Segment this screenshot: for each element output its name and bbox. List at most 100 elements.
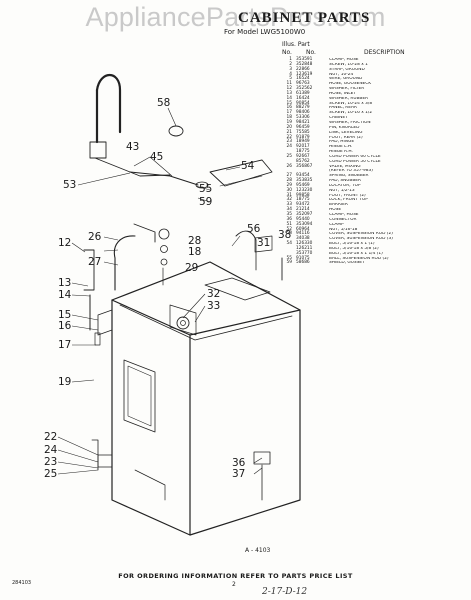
parts-row: 19 98421 WASHER, FRICTION xyxy=(283,119,463,126)
illus-number: 26 xyxy=(286,163,292,169)
illus-number: 52 xyxy=(286,226,292,232)
part-number: 126330 xyxy=(296,241,313,247)
part-description: COVER, SUSPENSION ROD (3) xyxy=(329,237,393,242)
callout-13: 13 xyxy=(58,277,72,289)
part-number: 353835 xyxy=(296,178,313,184)
part-description: HINGE R.H. xyxy=(329,150,353,155)
callout-45: 45 xyxy=(150,151,164,163)
illus-number: 53 xyxy=(286,231,292,237)
parts-row: 26 356867 VALVE, MIXING xyxy=(283,163,463,170)
callout-59: 59 xyxy=(199,196,213,208)
illus-number: 35 xyxy=(286,212,292,217)
part-description: HINGE L.H. xyxy=(329,145,353,150)
illus-part-header: Illus. Part xyxy=(282,41,310,48)
part-description: STRAP, GROUND xyxy=(329,67,365,72)
illus-number: 19 xyxy=(286,119,292,125)
part-description: CONNECTOR xyxy=(329,217,357,222)
parts-row: (REFER TO 357-983) xyxy=(283,169,463,174)
part-number: 21214 xyxy=(296,207,310,213)
part-number: 99858 xyxy=(296,192,310,198)
part-number: 352562 xyxy=(296,86,313,92)
part-number: 98421 xyxy=(296,119,310,125)
callout-32: 32 xyxy=(207,288,221,300)
part-description: SCREW, 10-28 x 1 xyxy=(329,62,368,67)
part-number: 91879 xyxy=(296,134,310,140)
part-description: HOSE, GOOSENECK xyxy=(329,82,372,87)
part-description: WASHER, FRICTION xyxy=(329,120,371,125)
callout-19: 19 xyxy=(58,376,72,388)
illus-number: 32 xyxy=(286,197,292,203)
part-description: WASHER, FILTER xyxy=(329,87,365,92)
part-number: 96763 xyxy=(296,81,310,87)
callout-23: 23 xyxy=(44,456,58,468)
callout-38: 38 xyxy=(278,229,292,241)
part-number: 90854 xyxy=(296,100,310,106)
part-number: 356867 xyxy=(296,163,313,169)
callout-17: 17 xyxy=(58,339,72,351)
part-description: NUT, 1/2-13 xyxy=(329,188,355,193)
part-number: 92017 xyxy=(296,144,310,150)
page-number: 2 xyxy=(232,581,236,588)
illus-number: 59 xyxy=(286,260,292,266)
part-number: 94116 xyxy=(296,231,310,237)
part-description: FOOT, FRONT (2) xyxy=(329,193,366,198)
part-no-header: No. xyxy=(306,49,316,56)
part-description: BALL, SUSPENSION ROD (2) xyxy=(329,256,389,261)
part-number: 126211 xyxy=(296,245,313,251)
part-description: VALVE, MIXING xyxy=(329,164,361,169)
part-description: HOSE, INLET xyxy=(329,91,357,96)
part-number: 75585 xyxy=(296,129,310,135)
callout-29: 29 xyxy=(185,262,199,274)
illus-number: 5 xyxy=(289,76,292,82)
part-description: SHIELD, GUSSET xyxy=(329,261,365,266)
part-description: CABINET xyxy=(329,116,348,121)
part-description: CLAMP, HOSE xyxy=(329,58,359,62)
part-number: 16424 xyxy=(296,95,310,101)
illus-number: 25 xyxy=(286,153,292,159)
part-number: 22866 xyxy=(296,66,310,72)
model-subtitle: For Model LWG5100W0 xyxy=(224,28,306,36)
illus-number: 23 xyxy=(286,139,292,145)
part-number: 123230 xyxy=(296,187,313,193)
callout-16: 16 xyxy=(58,320,72,332)
callout-36: 36 xyxy=(232,457,246,469)
illus-number: 30 xyxy=(286,187,292,193)
part-number: 123619 xyxy=(296,71,313,77)
part-description: WIRE, GROUND xyxy=(329,77,363,82)
part-number: 95440 xyxy=(296,216,310,222)
part-description: CORD POWER 60 CYCLE xyxy=(329,154,381,159)
part-number: 34038 xyxy=(296,236,310,242)
illus-number: 51 xyxy=(286,221,292,227)
figure-reference: A - 4103 xyxy=(245,547,271,554)
illus-number: 18 xyxy=(286,115,292,121)
callout-33: 33 xyxy=(207,300,221,312)
part-number: 16524 xyxy=(296,76,310,82)
illus-number: 16 xyxy=(286,105,292,111)
part-description: PIN, KNURLED xyxy=(329,125,360,130)
part-description: BARRIER xyxy=(329,203,348,208)
illus-number: 4 xyxy=(289,71,292,77)
illus-number: 34 xyxy=(286,207,292,213)
callout-28: 28 xyxy=(188,235,202,247)
parts-row: 30 123230 NUT, 1/2-13 xyxy=(283,187,463,194)
part-number: 53306 xyxy=(296,115,310,121)
callout-26: 26 xyxy=(88,231,102,243)
